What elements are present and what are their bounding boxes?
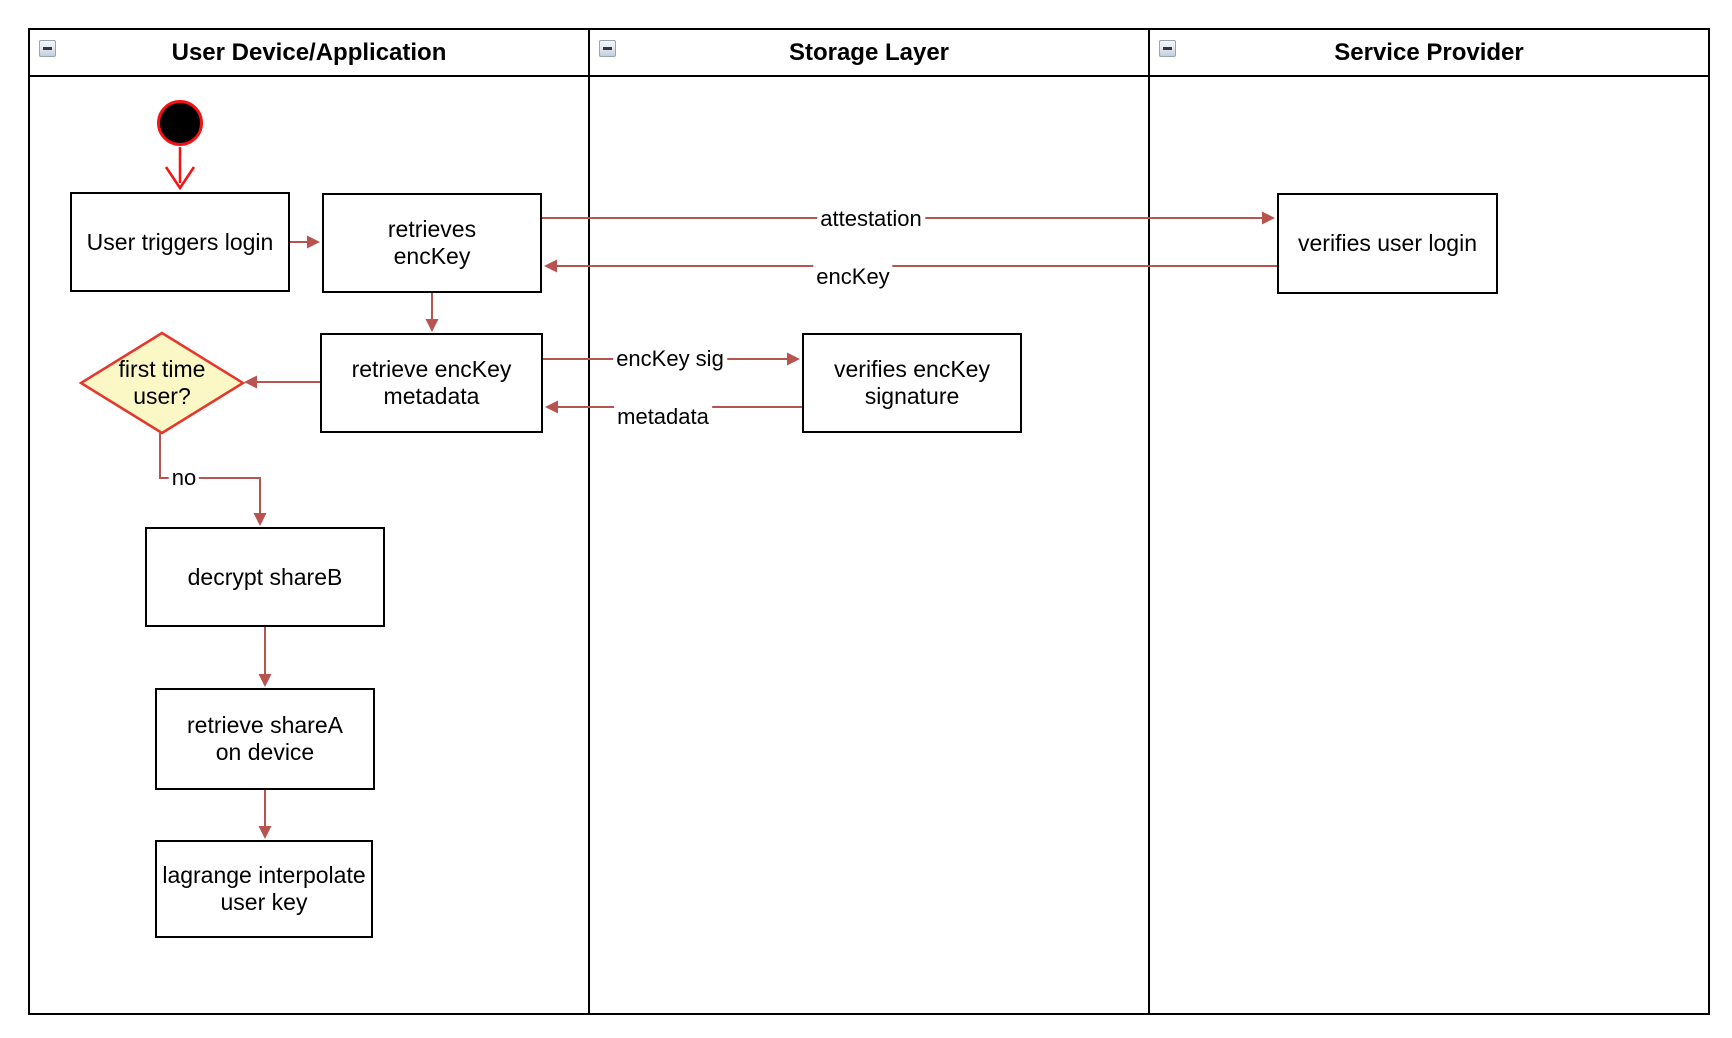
decision-label: first time user? — [118, 356, 206, 409]
lane-header-service-provider[interactable]: Service Provider — [1150, 30, 1708, 77]
lane-title: User Device/Application — [171, 38, 447, 66]
node-retrieve-enckey-metadata[interactable]: retrieve encKey metadata — [320, 333, 543, 433]
node-user-triggers-login[interactable]: User triggers login — [70, 192, 290, 292]
node-retrieve-sharea-on-device[interactable]: retrieve shareA on device — [155, 688, 375, 790]
collapse-icon[interactable] — [1159, 40, 1176, 57]
edge-label-enckey[interactable]: encKey — [813, 265, 893, 289]
edge-label-no[interactable]: no — [168, 466, 200, 490]
lane-title: Service Provider — [1334, 38, 1524, 66]
node-lagrange-interpolate-user-key[interactable]: lagrange interpolate user key — [155, 840, 373, 938]
lane-header-storage-layer[interactable]: Storage Layer — [590, 30, 1148, 77]
lane-service-provider: Service Provider — [1150, 30, 1708, 1013]
lane-title: Storage Layer — [788, 38, 950, 66]
lane-storage-layer: Storage Layer — [590, 30, 1150, 1013]
minus-icon — [43, 47, 52, 50]
edge-label-enckey-sig[interactable]: encKey sig — [613, 347, 727, 371]
initial-node[interactable] — [157, 100, 203, 146]
node-decrypt-shareb[interactable]: decrypt shareB — [145, 527, 385, 627]
minus-icon — [1163, 47, 1172, 50]
minus-icon — [603, 47, 612, 50]
node-verifies-user-login[interactable]: verifies user login — [1277, 193, 1498, 294]
edge-label-metadata[interactable]: metadata — [614, 405, 712, 429]
edge-label-attestation[interactable]: attestation — [817, 207, 925, 231]
collapse-icon[interactable] — [39, 40, 56, 57]
node-verifies-enckey-signature[interactable]: verifies encKey signature — [802, 333, 1022, 433]
node-retrieves-enckey[interactable]: retrieves encKey — [322, 193, 542, 293]
lane-user-device-application: User Device/Application — [30, 30, 590, 1013]
lane-header-user-device-application[interactable]: User Device/Application — [30, 30, 588, 77]
collapse-icon[interactable] — [599, 40, 616, 57]
decision-first-time-user[interactable]: first time user? — [78, 330, 246, 436]
